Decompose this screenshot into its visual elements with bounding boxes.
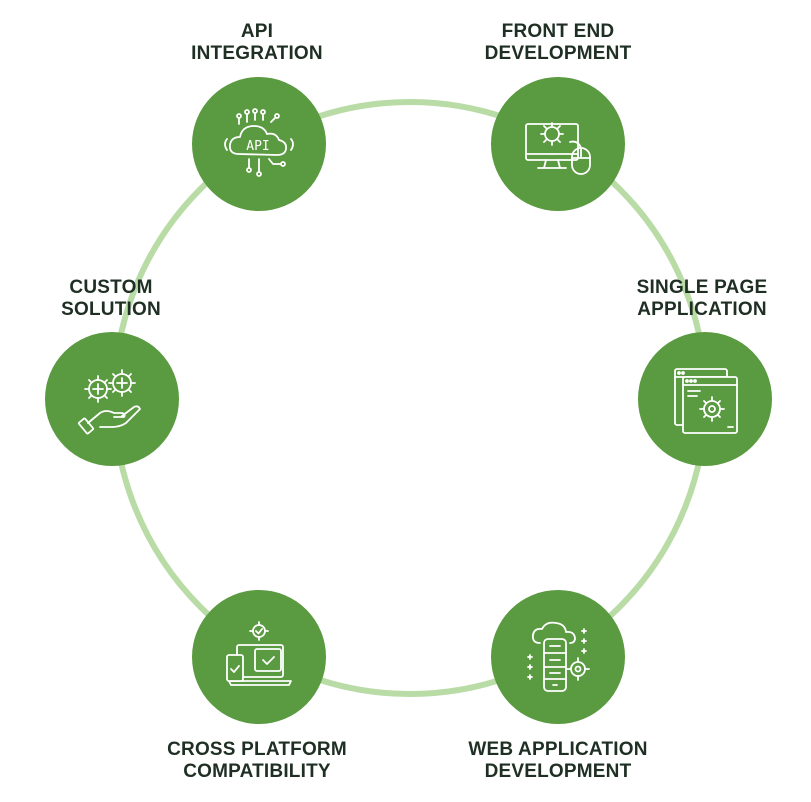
node-api-integration: API bbox=[192, 77, 326, 211]
node-web-application-development bbox=[491, 590, 625, 724]
node-front-end-development bbox=[491, 77, 625, 211]
label-line: CROSS PLATFORM bbox=[167, 739, 347, 760]
node-custom-solution bbox=[45, 332, 179, 466]
label-api-integration: API INTEGRATION bbox=[137, 21, 377, 65]
label-cross-platform-compatibility: CROSS PLATFORM COMPATIBILITY bbox=[137, 739, 377, 783]
label-line: COMPATIBILITY bbox=[183, 761, 331, 782]
node-cross-platform-compatibility bbox=[192, 590, 326, 724]
label-line: FRONT END bbox=[501, 21, 615, 42]
label-web-application-development: WEB APPLICATION DEVELOPMENT bbox=[438, 739, 678, 783]
label-line: INTEGRATION bbox=[191, 43, 323, 64]
label-line: APPLICATION bbox=[637, 299, 767, 320]
node-single-page-application bbox=[638, 332, 772, 466]
label-line: WEB APPLICATION bbox=[468, 739, 648, 760]
cloud-server-gear-icon bbox=[527, 621, 590, 692]
monitor-gear-mouse-icon bbox=[525, 122, 591, 175]
label-line: DEVELOPMENT bbox=[484, 43, 632, 64]
label-line: DEVELOPMENT bbox=[484, 761, 632, 782]
label-line: CUSTOM bbox=[69, 277, 153, 298]
svg-text:API: API bbox=[246, 139, 269, 154]
devices-check-icon bbox=[226, 621, 292, 686]
label-single-page-application: SINGLE PAGE APPLICATION bbox=[582, 277, 811, 321]
label-front-end-development: FRONT END DEVELOPMENT bbox=[438, 21, 678, 65]
label-line: API bbox=[240, 21, 274, 42]
label-line: SOLUTION bbox=[61, 299, 161, 320]
browser-window-gear-icon bbox=[674, 368, 738, 434]
hand-gears-icon bbox=[77, 369, 141, 435]
label-custom-solution: CUSTOM SOLUTION bbox=[0, 277, 231, 321]
api-cloud-icon: API bbox=[224, 108, 294, 177]
label-line: SINGLE PAGE bbox=[636, 277, 768, 298]
